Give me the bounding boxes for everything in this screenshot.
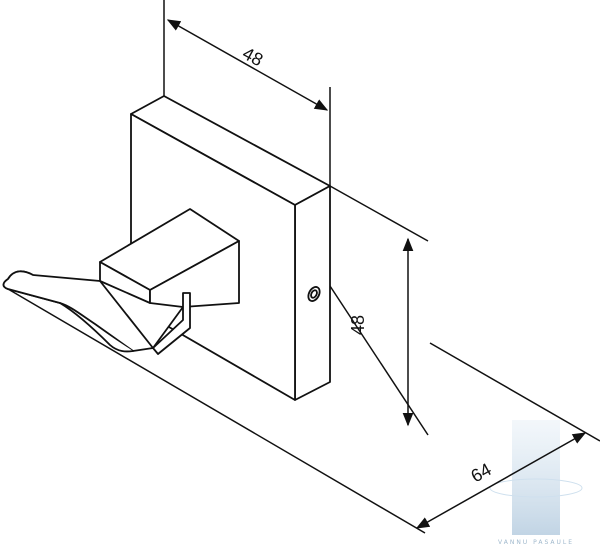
hook-arm (2, 208, 240, 355)
dimension-label-height: 48 (348, 315, 368, 335)
dimension-label-width: 48 (239, 43, 266, 70)
dimension-label-depth: 64 (467, 459, 494, 486)
watermark-text: VANNU PASAULE (498, 539, 574, 546)
screw-icon (307, 286, 321, 302)
watermark-logo: VANNU PASAULE (489, 420, 583, 546)
dimension-lines (7, 0, 600, 534)
